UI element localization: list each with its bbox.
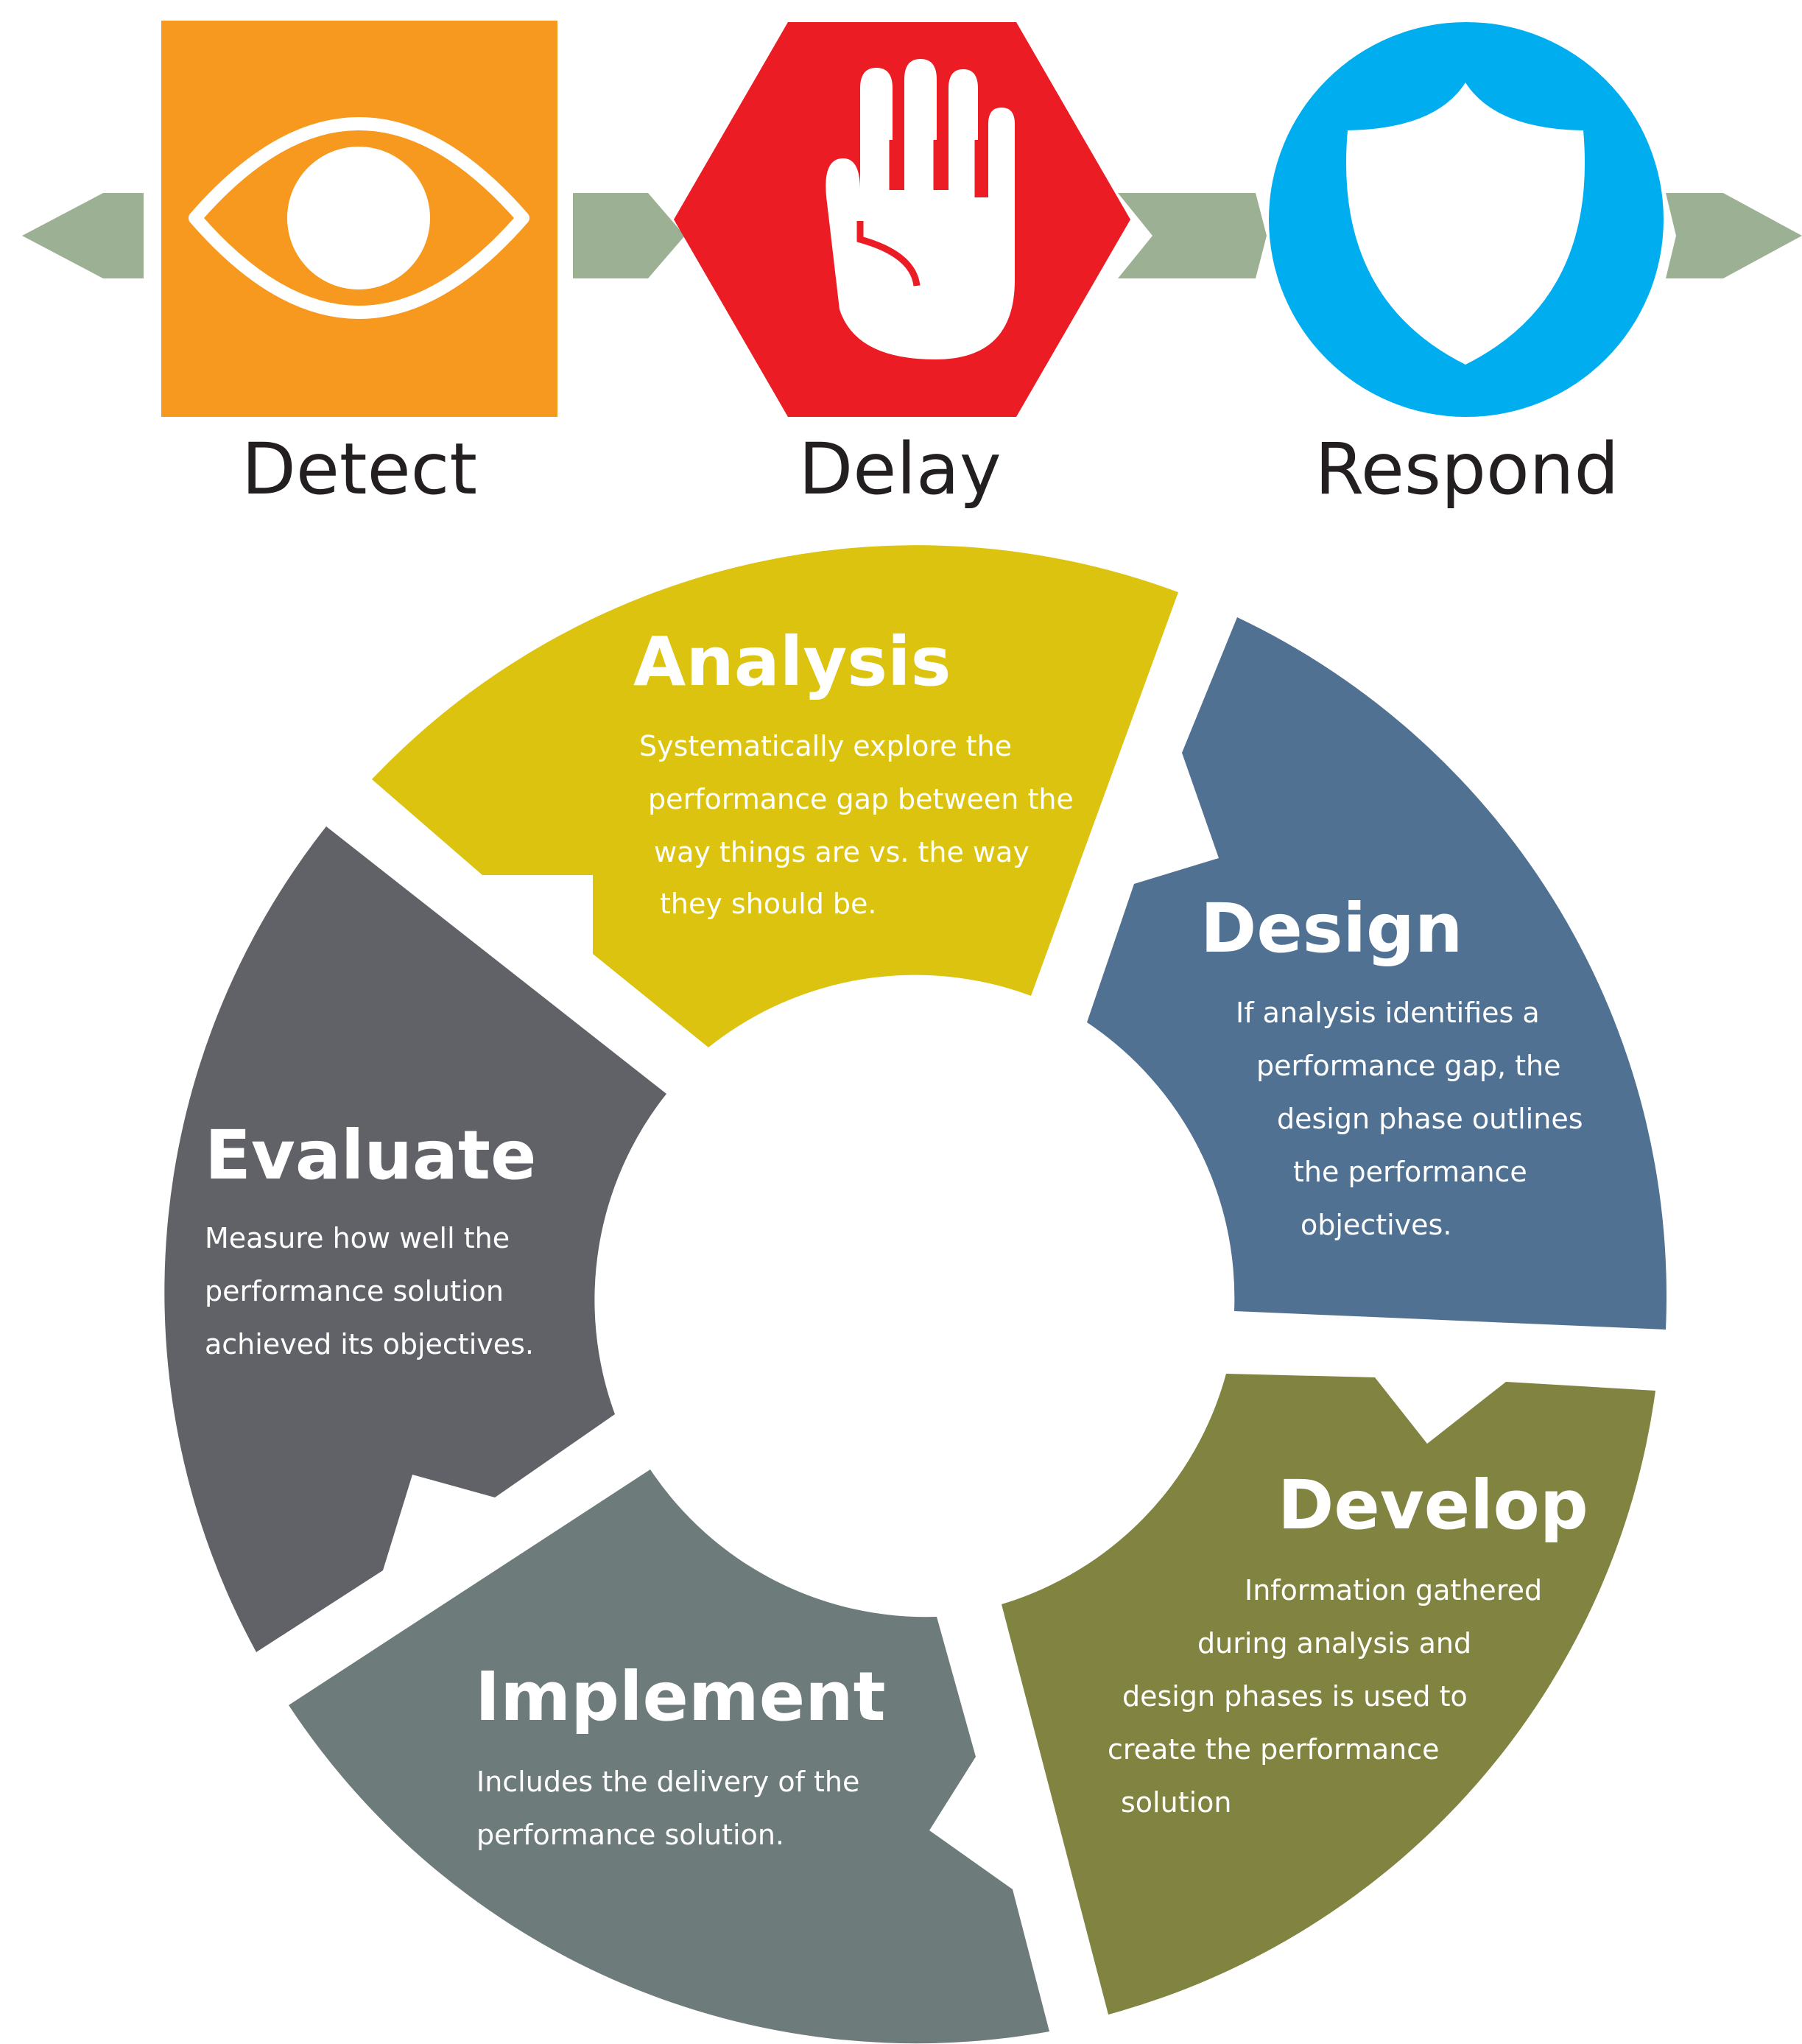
evaluate-segment-shape [164,826,666,1652]
design-segment-shape [1087,617,1667,1330]
shield-icon [1346,82,1585,365]
develop-line-1: Information gathered [1245,1574,1542,1606]
detect-label: Detect [242,428,477,510]
implement-line-1: Includes the delivery of the [476,1766,859,1798]
analysis-line-4: they should be. [660,888,876,920]
segment-analysis: Analysis Systematically explore the perf… [372,545,1178,1047]
implement-title: Implement [475,1657,886,1736]
design-line-1: If analysis identifies a [1236,997,1540,1029]
develop-title: Develop [1278,1466,1588,1545]
analysis-line-1: Systematically explore the [639,730,1012,762]
design-line-4: the performance [1293,1156,1527,1188]
segment-evaluate: Evaluate Measure how well the performanc… [164,826,666,1652]
arrow-left-tip [22,193,144,278]
analysis-title: Analysis [633,622,951,701]
implement-segment-shape [289,1469,1049,2044]
analysis-segment-shape [372,545,1178,1047]
evaluate-line-2: performance solution [205,1275,504,1307]
cycle-diagram: Analysis Systematically explore the perf… [164,545,1667,2044]
evaluate-line-1: Measure how well the [205,1222,510,1254]
design-line-2: performance gap, the [1256,1050,1561,1082]
detect-stage: Detect [161,21,557,510]
arrow-right-tip [1666,193,1802,278]
design-title: Design [1200,889,1463,968]
raised-hand-icon [826,59,1015,359]
arrow-connector-2 [1118,193,1267,278]
segment-design: Design If analysis identifies a performa… [1087,617,1667,1330]
analysis-line-3: way things are vs. the way [654,836,1030,868]
design-line-3: design phase outlines [1277,1103,1583,1135]
segment-develop: Develop Information gathered during anal… [1002,1374,1655,2015]
develop-line-4: create the performance [1108,1733,1440,1766]
evaluate-line-3: achieved its objectives. [205,1328,534,1360]
delay-label: Delay [798,428,1001,510]
process-flow-arrow [22,193,1802,278]
implement-line-2: performance solution. [476,1819,784,1851]
evaluate-title: Evaluate [205,1116,536,1195]
arrow-connector-1 [573,193,685,278]
develop-line-3: design phases is used to [1122,1680,1468,1713]
develop-line-2: during analysis and [1197,1627,1471,1660]
respond-stage: Respond [1269,22,1664,510]
respond-label: Respond [1315,428,1619,510]
eye-icon [189,117,529,319]
segment-implement: Implement Includes the delivery of the p… [289,1469,1049,2044]
analysis-line-2: performance gap between the [648,783,1074,815]
design-line-5: objectives. [1301,1209,1451,1241]
develop-line-5: solution [1121,1786,1231,1819]
delay-stage: Delay [674,22,1130,510]
develop-segment-shape [1002,1374,1655,2015]
